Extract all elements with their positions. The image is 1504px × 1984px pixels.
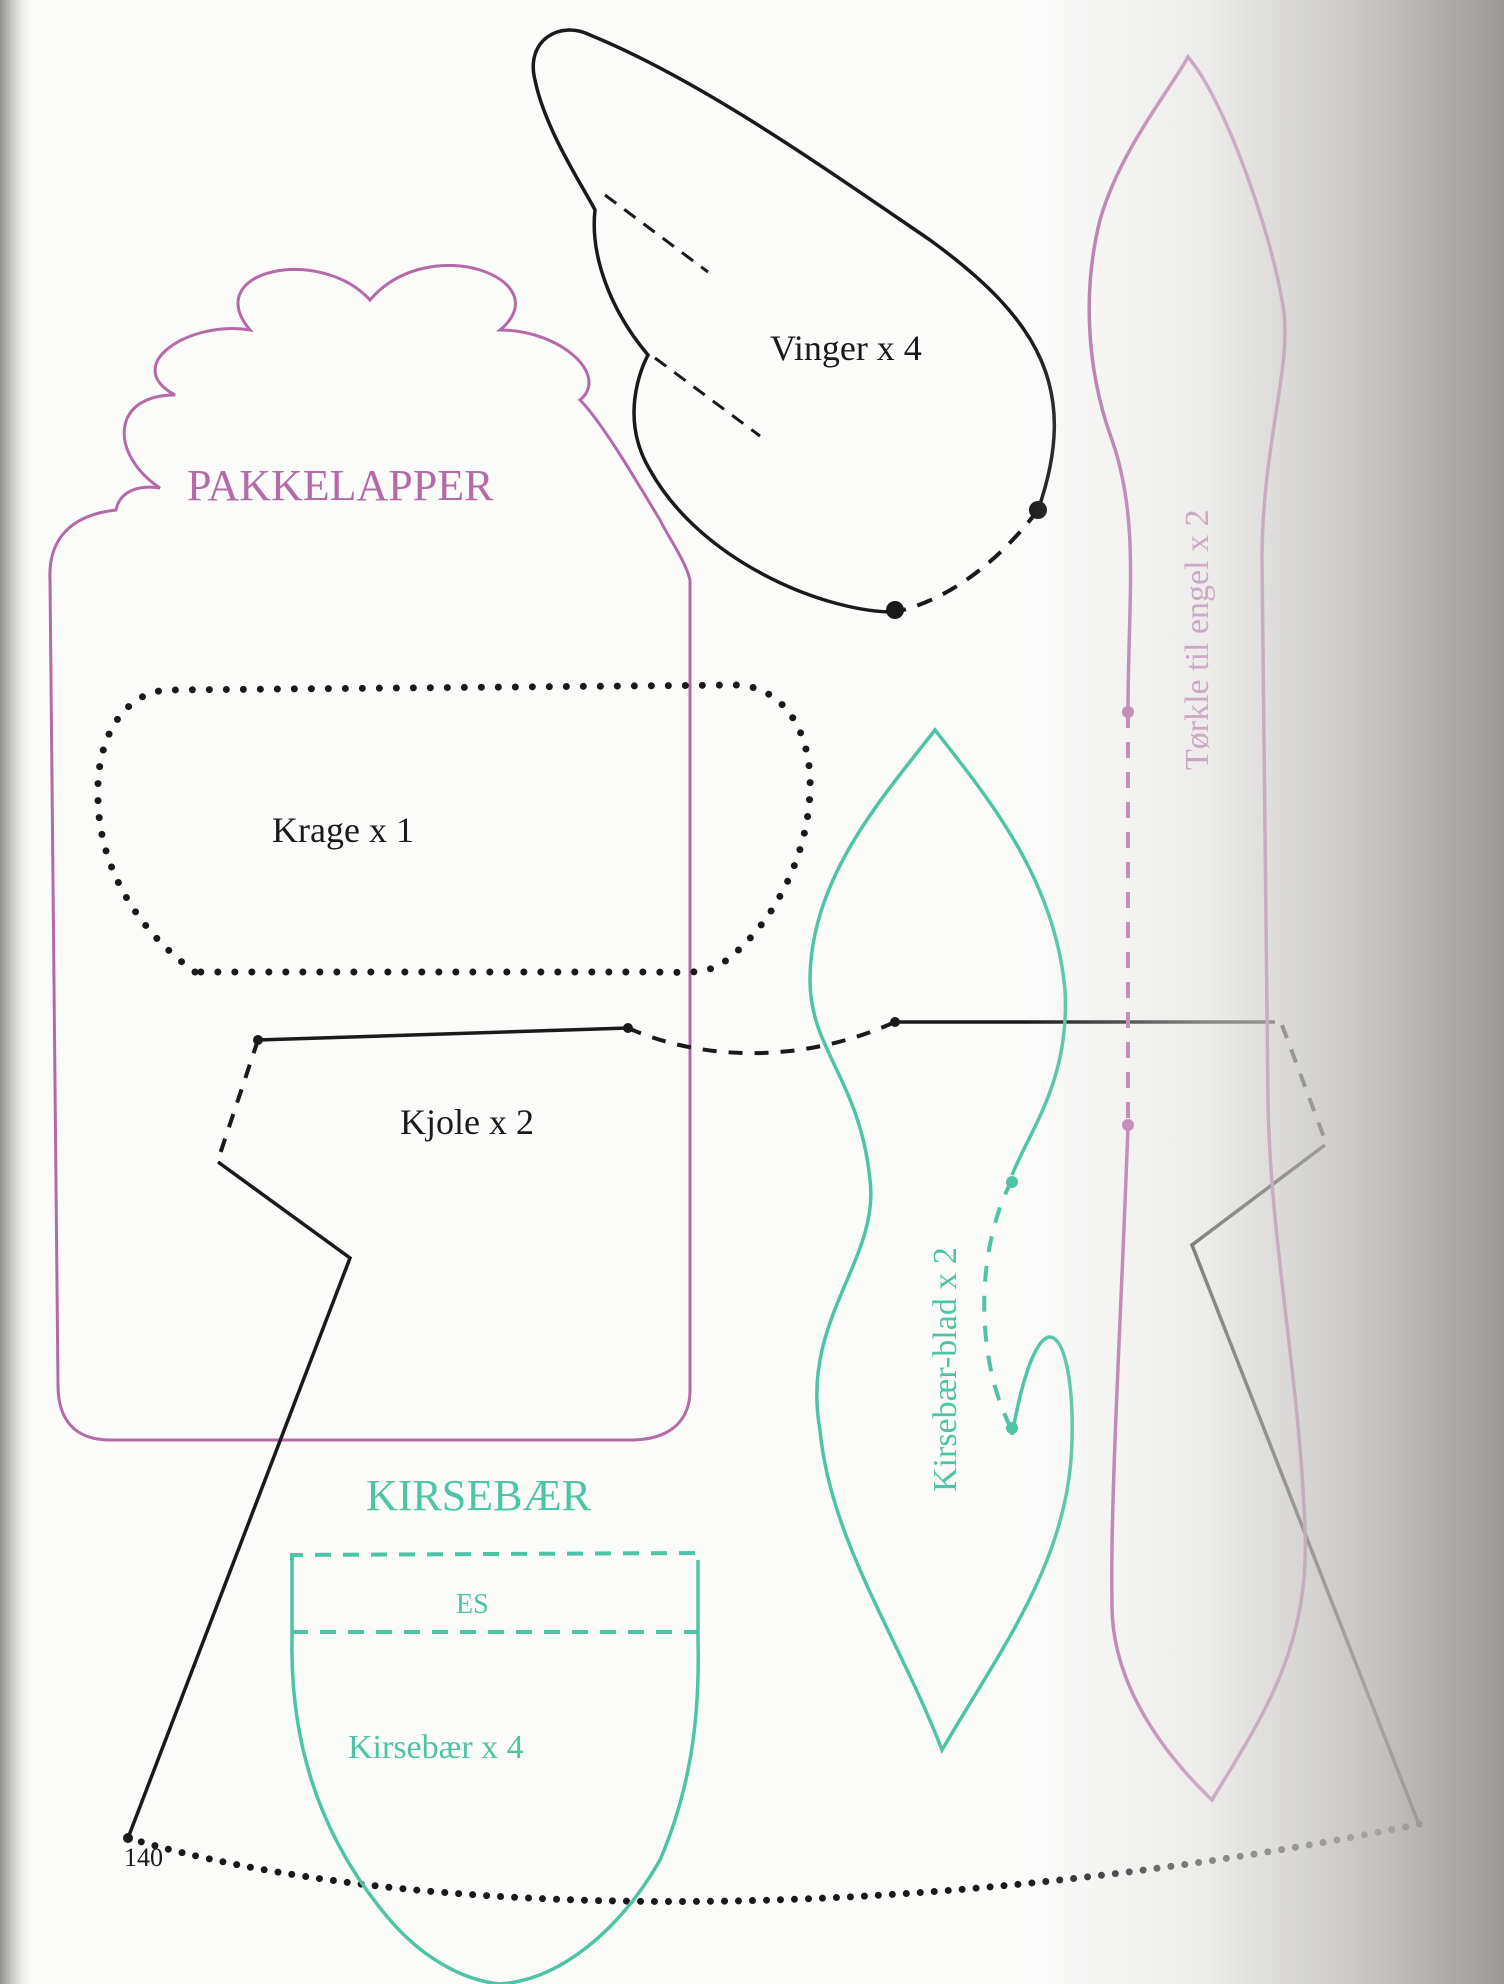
label-kjole: Kjole x 2 xyxy=(400,1102,534,1142)
scarf-mark-dot xyxy=(1122,706,1134,718)
scarf-outline xyxy=(1087,53,1308,1803)
dress-side-seam xyxy=(126,1160,353,1839)
wing-mark-dot xyxy=(886,601,904,619)
label-vinger: Vinger x 4 xyxy=(770,328,922,368)
label-es: ES xyxy=(456,1589,489,1620)
wing-feather-line xyxy=(604,193,709,274)
dress-mark-dot xyxy=(890,1017,900,1027)
scarf-mark-dot xyxy=(1122,1119,1134,1131)
cherry-leaf-outline xyxy=(808,727,1074,1755)
dress-mark-dot xyxy=(123,1833,133,1843)
label-kirsebaer: Kirsebær x 4 xyxy=(348,1729,524,1766)
dress-neck-opening xyxy=(627,1020,896,1056)
gift-tag-outline xyxy=(48,264,692,1442)
section-title-kirsebaer: KIRSEBÆR xyxy=(366,1471,592,1520)
cherry-leaf-open-edge xyxy=(982,1179,1014,1431)
label-krage: Krage x 1 xyxy=(272,810,414,850)
dress-mark-dot xyxy=(253,1035,263,1045)
cherry-top-seam xyxy=(290,1550,700,1560)
wing-outline xyxy=(531,28,1057,614)
dress-neck-line xyxy=(257,1026,629,1042)
label-kirsebaer-blad: Kirsebær-blad x 2 xyxy=(927,1247,964,1492)
wing-open-edge xyxy=(894,508,1040,614)
dress-side-seam xyxy=(1189,1143,1420,1823)
wing-mark-dot xyxy=(1029,501,1047,519)
dress-sleeve-opening xyxy=(216,1039,260,1161)
label-torkle: Tørkle til engel x 2 xyxy=(1179,509,1216,770)
wing-feather-line xyxy=(654,356,761,438)
cherry-leaf-mark-dot xyxy=(1006,1176,1018,1188)
book-binding-shadow xyxy=(0,0,30,1984)
page-number: 140 xyxy=(124,1843,163,1872)
section-title-pakkelapper: PAKKELAPPER xyxy=(187,461,494,510)
dress-mark-dot xyxy=(623,1023,633,1033)
dress-sleeve-opening xyxy=(1280,1024,1327,1141)
collar-outline xyxy=(94,681,814,976)
cherry-leaf-mark-dot xyxy=(1006,1422,1018,1434)
dress-hem xyxy=(124,1820,1424,1905)
cherry-outline xyxy=(290,1560,700,1984)
